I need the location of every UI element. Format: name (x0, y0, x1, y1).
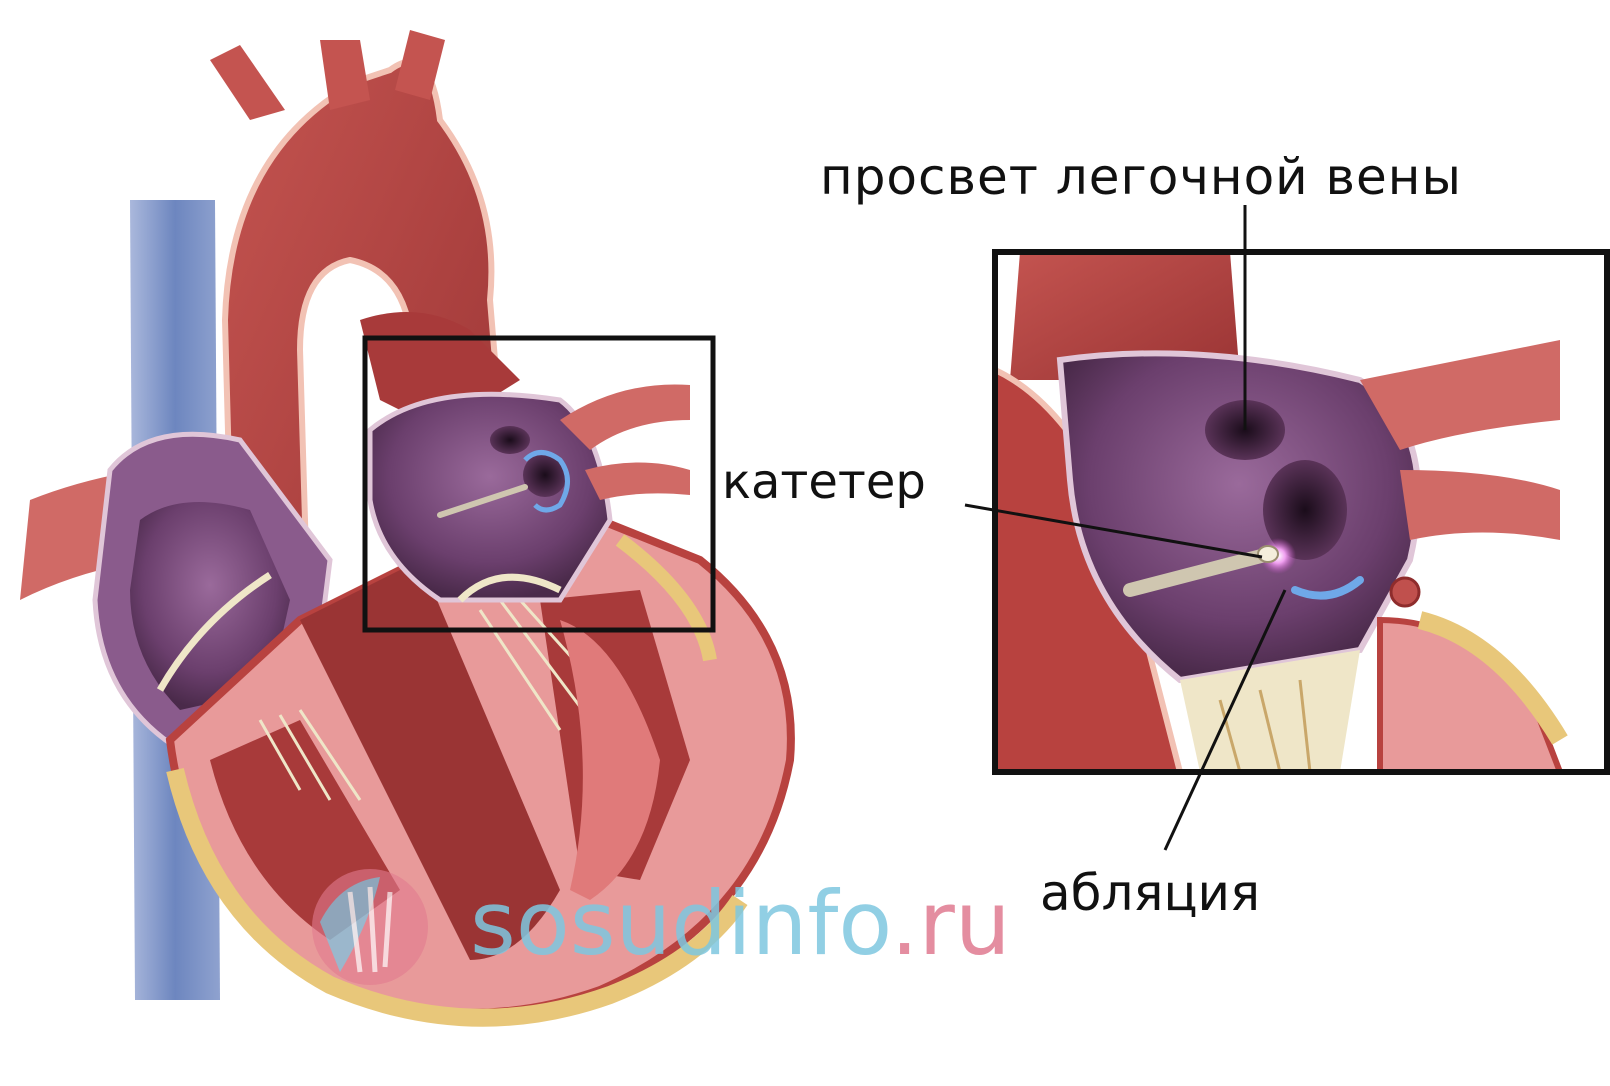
catheter-tip (1258, 546, 1278, 562)
label-catheter: катетер (722, 458, 926, 506)
watermark: sosudinfo.ru (300, 862, 1020, 992)
label-ablation: абляция (1040, 868, 1260, 918)
zoom-inset (995, 252, 1610, 772)
watermark-logo-icon (300, 862, 450, 992)
pulmonary-vein-lower (585, 463, 690, 501)
label-pulmonary-vein-lumen: просвет легочной вены (820, 152, 1462, 202)
aorta-branch-3 (210, 45, 285, 120)
watermark-text: sosudinfo.ru (470, 880, 1011, 968)
vein-opening-1 (490, 426, 530, 454)
watermark-tld: .ru (891, 872, 1011, 975)
zoom-coronary (1391, 578, 1419, 606)
watermark-name: sosudinfo (470, 872, 891, 975)
aorta-branch-2 (395, 30, 445, 100)
